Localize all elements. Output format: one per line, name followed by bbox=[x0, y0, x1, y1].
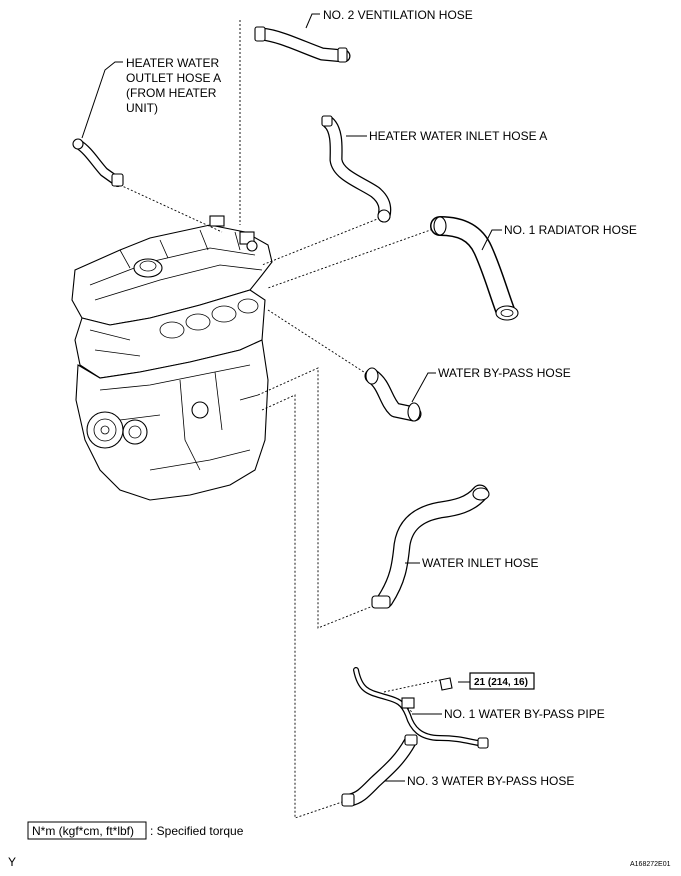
radiator-hose-1[interactable] bbox=[430, 216, 519, 321]
label-water-bypass-hose: WATER BY-PASS HOSE bbox=[438, 366, 571, 380]
label-heater-outlet-line1: HEATER WATER bbox=[126, 56, 219, 70]
legend-description: : Specified torque bbox=[150, 824, 244, 838]
figure-id: A168272E01 bbox=[630, 861, 671, 868]
water-inlet-hose[interactable] bbox=[371, 484, 490, 609]
label-leader-lines bbox=[81, 13, 502, 782]
water-bypass-pipe-1[interactable] bbox=[353, 667, 489, 749]
heater-water-inlet-hose[interactable] bbox=[321, 115, 392, 223]
legend-unit-box bbox=[27, 821, 147, 840]
torque-box bbox=[469, 672, 535, 690]
legend: N*m (kgf*cm, ft*lbf) : Specified torque bbox=[27, 821, 244, 840]
water-bypass-hose-3[interactable] bbox=[341, 734, 418, 807]
label-water-bypass-hose-3: NO. 3 WATER BY-PASS HOSE bbox=[407, 774, 574, 788]
torque-callout: 21 (214, 16) bbox=[458, 672, 535, 690]
label-radiator-hose-1: NO. 1 RADIATOR HOSE bbox=[504, 223, 637, 237]
label-heater-outlet-line2: OUTLET HOSE A bbox=[126, 71, 221, 85]
label-heater-outlet-line3: (FROM HEATER bbox=[126, 86, 217, 100]
torque-value: 21 (214, 16) bbox=[474, 677, 528, 688]
heater-water-outlet-hose[interactable] bbox=[72, 138, 124, 187]
engine-assembly bbox=[71, 215, 273, 501]
label-heater-inlet-hose: HEATER WATER INLET HOSE A bbox=[369, 129, 547, 143]
corner-mark: Y bbox=[8, 855, 16, 869]
label-water-bypass-pipe-1: NO. 1 WATER BY-PASS PIPE bbox=[444, 707, 605, 721]
label-heater-outlet-line4: UNIT) bbox=[126, 101, 158, 115]
label-water-inlet-hose: WATER INLET HOSE bbox=[422, 556, 538, 570]
legend-unit-text: N*m (kgf*cm, ft*lbf) bbox=[32, 824, 134, 838]
ventilation-hose-2[interactable] bbox=[254, 26, 351, 63]
water-bypass-hose[interactable] bbox=[364, 367, 422, 422]
label-ventilation-hose-2: NO. 2 VENTILATION HOSE bbox=[323, 8, 473, 22]
